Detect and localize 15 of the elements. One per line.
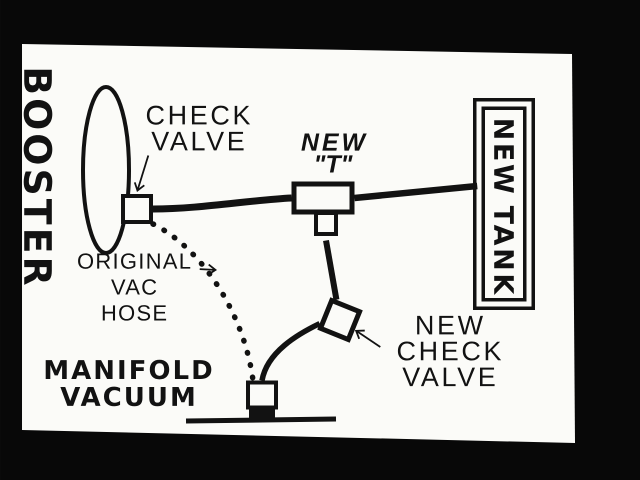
leader-arrow xyxy=(200,264,217,276)
callout-text: NEW "T" xyxy=(301,133,367,173)
callout-text: MANIFOLD VACUUM xyxy=(46,360,212,406)
vertical-label: BOOSTER xyxy=(24,70,52,285)
pipe-line xyxy=(152,194,292,212)
valve-box xyxy=(121,194,153,224)
callout-text: NEW CHECK VALVE xyxy=(398,316,502,386)
pipe-line xyxy=(354,182,478,202)
pipe-line xyxy=(259,321,321,382)
leader-arrow xyxy=(354,330,381,348)
leader-arrow xyxy=(134,155,150,192)
callout-text: CHECK VALVE xyxy=(146,106,250,150)
dotted-line xyxy=(150,221,256,384)
tank-box: NEW TANK xyxy=(473,98,535,310)
callout-text: ORIGINAL VAC HOSE xyxy=(78,253,190,321)
